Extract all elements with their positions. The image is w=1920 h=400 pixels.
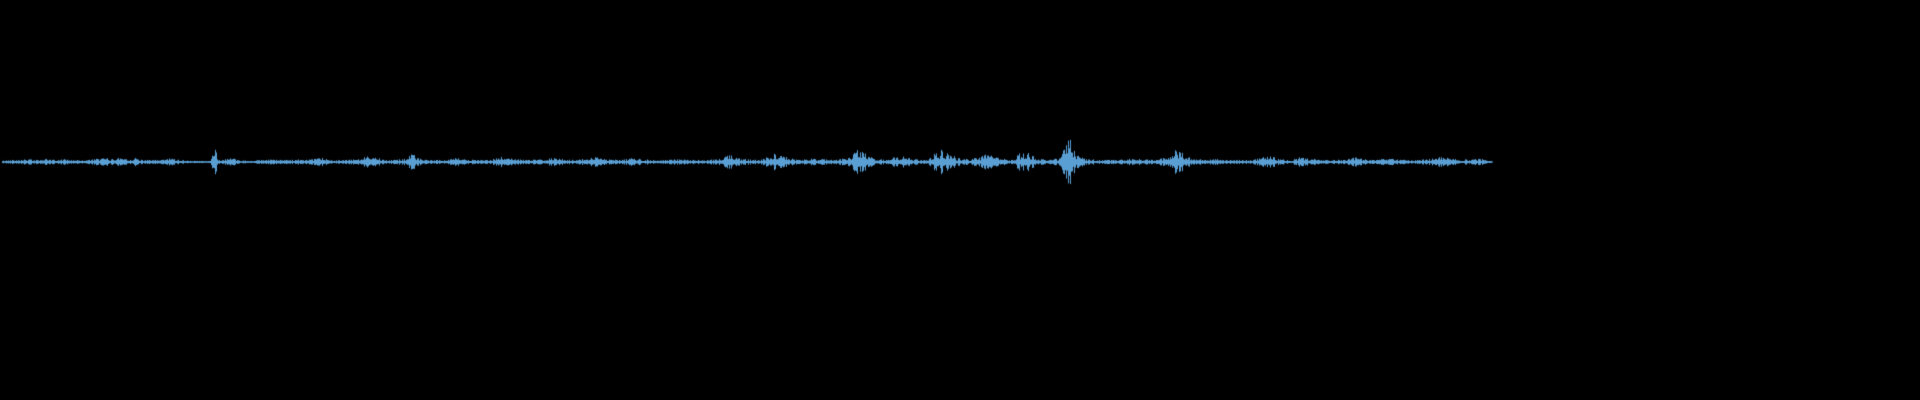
audio-waveform xyxy=(0,0,1920,400)
waveform-panel xyxy=(0,0,1920,400)
